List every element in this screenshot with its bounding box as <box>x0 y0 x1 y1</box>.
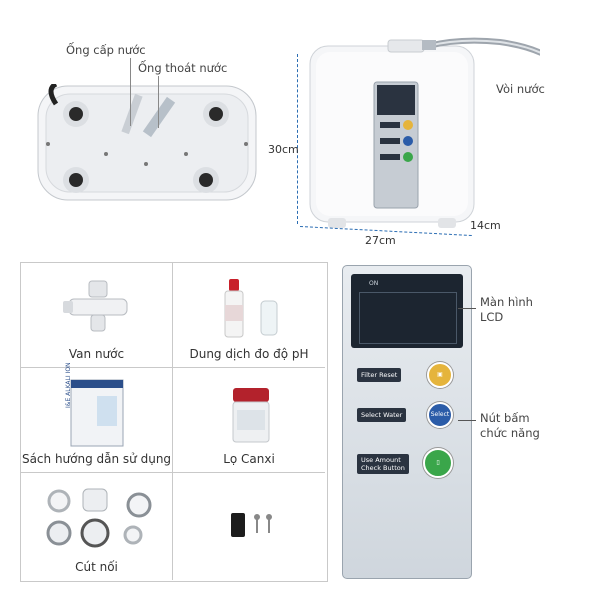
pointer-line <box>458 420 476 421</box>
pointer-line <box>458 308 476 309</box>
power-on-indicator: ON <box>369 280 379 287</box>
accessory-label: Cút nối <box>75 560 118 574</box>
pointer-line <box>130 58 131 126</box>
accessory-label: Lọ Canxi <box>223 452 275 466</box>
manual-booklet-icon <box>67 378 127 448</box>
accessory-cell <box>173 473 325 580</box>
select-button[interactable]: Select <box>427 402 453 428</box>
filter-reset-label: Filter Reset <box>357 368 402 382</box>
device-bottom-view <box>36 84 258 202</box>
bottle-icon: ▯ <box>436 459 440 466</box>
accessory-label: Van nước <box>68 347 125 361</box>
function-buttons-label: Nút bấm chức năng <box>480 411 540 440</box>
height-dimension-line <box>297 54 299 224</box>
lcd-grid <box>359 292 457 344</box>
use-amount-label: Use Amount Check Button <box>357 454 409 474</box>
ph-test-bottle-icon <box>217 277 287 341</box>
filter-reset-button[interactable]: ▣ <box>427 362 453 388</box>
faucet-label: Vòi nước <box>496 82 545 96</box>
outlet-pipe-label: Ống thoát nước <box>138 61 228 75</box>
accessories-grid: Van nước Dung dịch đo độ pH I&E ALKALI I… <box>20 262 328 582</box>
pointer-line <box>158 76 159 128</box>
accessory-label: Dung dịch đo độ pH <box>189 347 309 361</box>
select-water-row: Select Water Select <box>357 402 459 430</box>
accessory-cell: Cút nối <box>21 473 173 580</box>
lcd-screen-label: Màn hình LCD <box>480 295 533 324</box>
accessory-cell: Lọ Canxi <box>173 368 325 473</box>
depth-label: 14cm <box>470 219 501 232</box>
screws-icon <box>227 511 277 541</box>
water-ionizer-device <box>308 38 484 234</box>
accessory-cell: Dung dịch đo độ pH <box>173 263 325 368</box>
use-amount-button[interactable]: ▯ <box>423 448 453 478</box>
lcd-screen: ON <box>351 274 463 348</box>
select-water-label: Select Water <box>357 408 407 422</box>
calcium-jar-icon <box>229 388 273 444</box>
filter-reset-row: Filter Reset ▣ <box>357 362 459 390</box>
use-amount-row: Use Amount Check Button ▯ <box>357 448 459 484</box>
pipe-fittings-icon <box>41 487 161 551</box>
filter-icon: ▣ <box>437 371 443 378</box>
control-panel: ON Filter Reset ▣ Select Water Select Us… <box>342 265 472 579</box>
inlet-pipe-label: Ống cấp nước <box>66 43 146 57</box>
height-label: 30cm <box>268 143 299 156</box>
accessory-cell: Van nước <box>21 263 173 368</box>
accessory-label: Sách hướng dẫn sử dụng <box>21 452 172 466</box>
accessory-cell: I&E ALKALI ION Sách hướng dẫn sử dụng <box>21 362 173 473</box>
water-valve-icon <box>63 277 133 337</box>
width-label: 27cm <box>365 234 396 247</box>
booklet-title: I&E ALKALI ION <box>65 362 72 408</box>
faucet-hose <box>420 32 540 192</box>
